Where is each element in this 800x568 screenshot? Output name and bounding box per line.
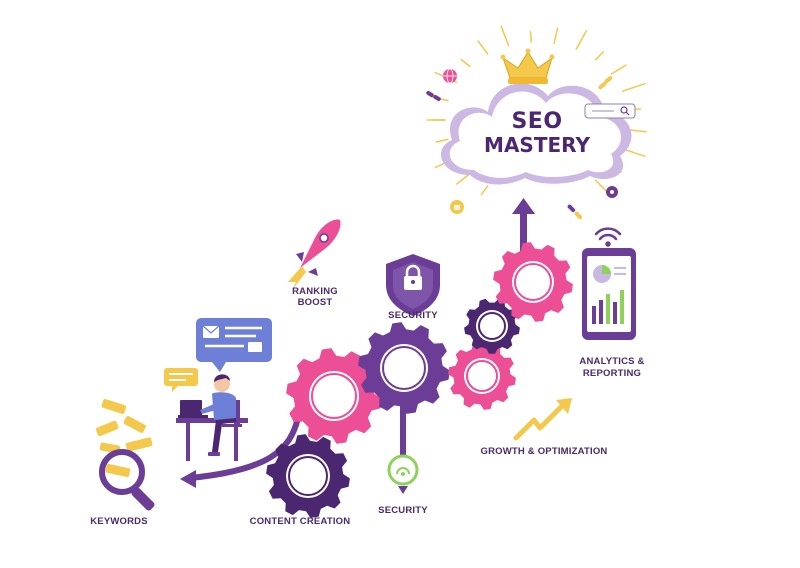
smartphone-chart-icon — [582, 248, 636, 340]
gear-small-icon — [606, 186, 618, 198]
security-bottom-icon — [387, 454, 419, 494]
label-reporting: REPORTING — [582, 368, 642, 379]
sun-ray — [456, 172, 471, 185]
shield-lock-icon — [386, 254, 440, 316]
sun-ray — [435, 138, 449, 143]
gears — [266, 242, 573, 518]
label-growth-optimization: GROWTH & OPTIMIZATION — [480, 446, 608, 457]
label-content-creation: CONTENT CREATION — [249, 516, 351, 527]
sun-ray — [460, 58, 471, 68]
wifi-icon — [594, 227, 622, 247]
gear-pink-left — [286, 348, 382, 444]
gear-security — [358, 322, 450, 414]
sun-ray — [621, 82, 646, 92]
link-icon — [426, 91, 441, 101]
globe-icon — [443, 68, 457, 84]
sun-ray — [594, 51, 605, 61]
link-chain-icon — [567, 204, 583, 220]
title-seo: SEO — [511, 109, 562, 134]
crown-icon — [500, 48, 555, 84]
sun-ray — [480, 185, 489, 196]
progress-arrow — [180, 415, 301, 488]
sun-ray — [610, 64, 627, 75]
label-security-bottom: SECURITY — [378, 505, 428, 516]
growth-arrow-icon — [513, 398, 572, 441]
email-icon — [196, 318, 272, 372]
up-arrow — [512, 198, 535, 260]
sun-ray — [594, 179, 608, 193]
sun-ray — [575, 30, 588, 50]
title-mastery: MASTERY — [484, 133, 590, 157]
label-boost: BOOST — [297, 297, 333, 308]
lightbulb-icon — [450, 200, 464, 214]
person-laptop — [176, 374, 248, 461]
sun-ray — [529, 31, 532, 43]
security-stem — [400, 400, 406, 458]
laptop-icon — [178, 400, 208, 418]
label-keywords: KEYWORDS — [90, 516, 148, 527]
gear-pink-top — [493, 242, 573, 322]
chat-bubble-icon — [164, 368, 198, 392]
sun-ray — [500, 25, 510, 47]
cloud — [440, 83, 632, 185]
keyword-tags — [95, 399, 153, 454]
gear-pink-mid — [448, 342, 516, 410]
sun-ray — [553, 27, 559, 44]
search-bar-icon — [584, 103, 636, 119]
label-security-top: SECURITY — [388, 310, 438, 321]
gear-purple-small — [464, 298, 520, 354]
magnifier-icon — [99, 449, 155, 511]
sun-ray — [627, 129, 647, 133]
rocket-icon — [288, 219, 341, 290]
link-icon-right — [598, 76, 613, 90]
gear-content-creation — [266, 434, 350, 518]
label-ranking: RANKING — [292, 286, 338, 297]
label-analytics: ANALYTICS & — [579, 356, 645, 367]
sun-ray — [477, 40, 489, 55]
